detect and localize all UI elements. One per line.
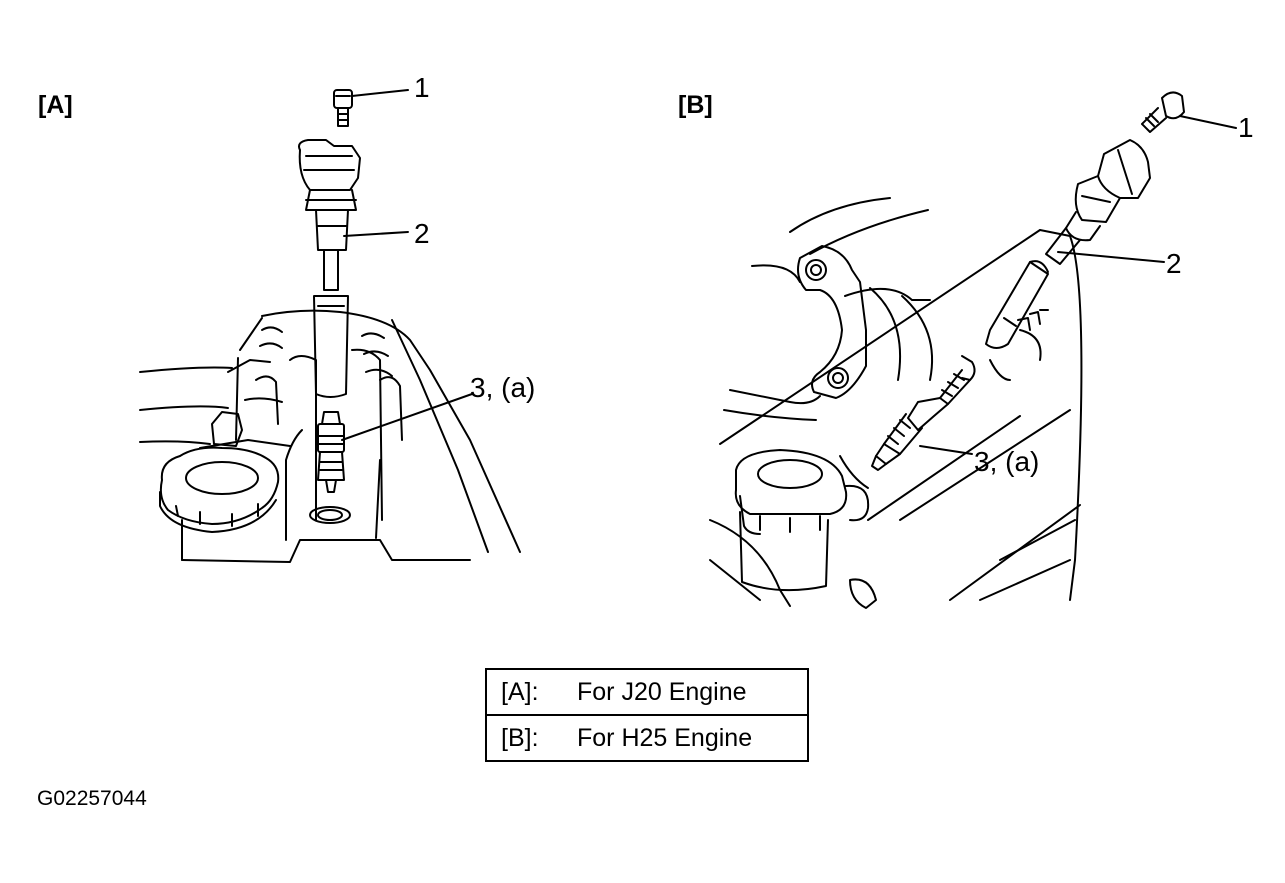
spark-plug-a	[318, 394, 472, 492]
oil-filler-cap-a	[160, 412, 278, 532]
callout-b-coil: 2	[1166, 248, 1182, 279]
legend-value: For J20 Engine	[565, 668, 809, 716]
legend-row: [A]: For J20 Engine	[485, 668, 809, 716]
callout-a-plug: 3, (a)	[470, 372, 536, 403]
legend-value: For H25 Engine	[565, 714, 809, 762]
callout-b-plug: 3, (a)	[974, 446, 1040, 477]
ignition-coil-a	[299, 140, 408, 290]
legend-key: [B]:	[485, 714, 565, 762]
callout-a-coil: 2	[414, 218, 430, 249]
legend-row: [B]: For H25 Engine	[485, 714, 809, 762]
bolt-a	[334, 90, 408, 126]
legend-table: [A]: For J20 Engine [B]: For H25 Engine	[485, 668, 809, 762]
engine-block-a	[140, 311, 520, 562]
coil-boot-b	[986, 261, 1048, 348]
bracket-b	[798, 246, 866, 398]
bolt-b	[1142, 92, 1236, 132]
panel-b-tag: [B]	[678, 91, 713, 119]
oil-filler-cap-b	[736, 450, 868, 590]
legend-key: [A]:	[485, 668, 565, 716]
ignition-coil-b	[1046, 140, 1164, 264]
figure-id: G02257044	[37, 787, 147, 810]
panel-b-drawing	[710, 92, 1236, 608]
spark-plug-b	[872, 356, 975, 470]
coil-boot-a	[314, 296, 348, 397]
engine-block-b	[710, 198, 1081, 608]
panel-a-drawing	[140, 90, 520, 562]
panel-a-tag: [A]	[38, 91, 73, 119]
callout-a-bolt: 1	[414, 72, 430, 103]
callout-b-bolt: 1	[1238, 112, 1254, 143]
